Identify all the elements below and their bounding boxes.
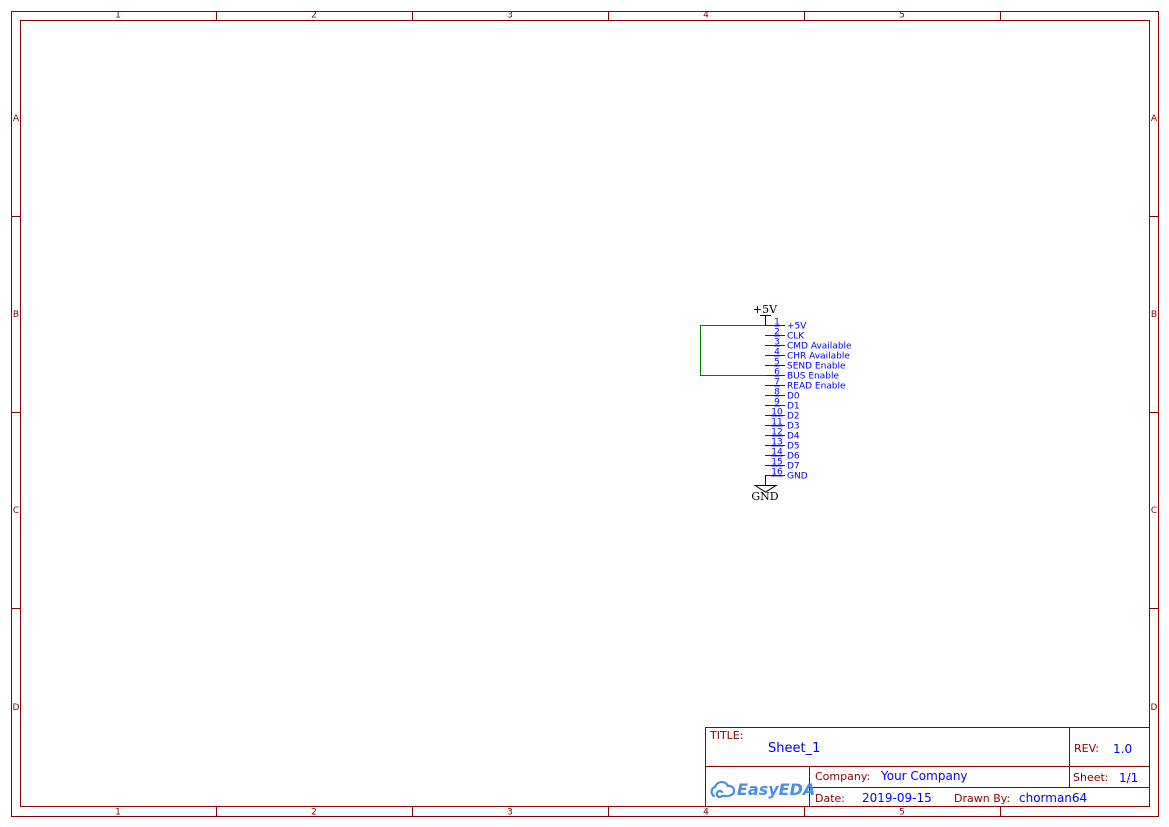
pin-6[interactable]: 6 BUS Enable bbox=[765, 368, 839, 382]
pin-name: D3 bbox=[787, 422, 800, 432]
company-label: Company: bbox=[815, 770, 870, 783]
pin-5[interactable]: 5 SEND Enable bbox=[765, 358, 846, 372]
pin-name: CMD Available bbox=[787, 342, 852, 352]
pin-name: D0 bbox=[787, 392, 800, 402]
sheet-label: Sheet: bbox=[1073, 771, 1109, 784]
pin-12[interactable]: 12 D4 bbox=[765, 428, 800, 442]
pin-9[interactable]: 9 D1 bbox=[765, 398, 800, 412]
row-marker: C bbox=[13, 506, 19, 516]
easyeda-logo: EasyEDA bbox=[710, 780, 815, 799]
sheet-value: 1/1 bbox=[1119, 771, 1138, 785]
row-marker: D bbox=[1151, 703, 1158, 713]
pin-3[interactable]: 3 CMD Available bbox=[765, 338, 852, 352]
pin-number: 10 bbox=[771, 408, 783, 418]
title-label: TITLE: bbox=[709, 729, 743, 742]
pin-13[interactable]: 13 D5 bbox=[765, 438, 800, 452]
pin-number: 5 bbox=[774, 358, 780, 368]
pin-name: D5 bbox=[787, 442, 800, 452]
pin-7[interactable]: 7 READ Enable bbox=[765, 378, 846, 392]
pin-number: 11 bbox=[771, 418, 782, 428]
ground-symbol[interactable]: GND bbox=[751, 475, 779, 504]
pin-name: +5V bbox=[787, 322, 807, 332]
pin-14[interactable]: 14 D6 bbox=[765, 448, 800, 462]
pin-name: D2 bbox=[787, 412, 800, 422]
ground-label: GND bbox=[751, 490, 778, 503]
pin-name: D6 bbox=[787, 452, 800, 462]
row-marker: A bbox=[13, 114, 20, 124]
pin-number: 14 bbox=[771, 448, 783, 458]
row-marker: B bbox=[13, 310, 19, 320]
column-marker: 5 bbox=[899, 808, 905, 818]
pin-name: READ Enable bbox=[787, 382, 846, 392]
drawn-by-label: Drawn By: bbox=[954, 792, 1010, 805]
pin-11[interactable]: 11 D3 bbox=[765, 418, 800, 432]
pin-4[interactable]: 4 CHR Available bbox=[765, 348, 850, 362]
pin-number: 7 bbox=[774, 378, 780, 388]
wire-pin1-pin6[interactable] bbox=[700, 325, 766, 376]
pin-number: 9 bbox=[774, 398, 780, 408]
date-value: 2019-09-15 bbox=[862, 791, 932, 805]
pin-name: GND bbox=[787, 472, 808, 482]
pin-name: D4 bbox=[787, 432, 800, 442]
rev-label: REV: bbox=[1074, 742, 1099, 755]
column-marker: 3 bbox=[507, 11, 513, 21]
pin-list: 1 +5V 2 CLK 3 CMD Available 4 CHR Available 5 SEN… bbox=[765, 318, 852, 482]
column-marker: 3 bbox=[507, 808, 513, 818]
pin-name: BUS Enable bbox=[787, 372, 839, 382]
power-symbol-5v[interactable]: +5V bbox=[753, 303, 778, 326]
pin-name: CLK bbox=[787, 332, 805, 342]
column-marker: 2 bbox=[311, 11, 317, 21]
company-value: Your Company bbox=[880, 769, 968, 783]
row-marker: D bbox=[13, 703, 20, 713]
column-marker: 1 bbox=[115, 11, 121, 21]
cloud-icon bbox=[710, 780, 736, 799]
column-marker: 4 bbox=[703, 808, 709, 818]
pin-15[interactable]: 15 D7 bbox=[765, 458, 800, 472]
logo-text: EasyEDA bbox=[737, 780, 815, 799]
row-marker: B bbox=[1151, 310, 1157, 320]
pin-number: 2 bbox=[774, 328, 780, 338]
pin-number: 8 bbox=[774, 388, 780, 398]
pin-number: 13 bbox=[771, 438, 782, 448]
column-marker: 2 bbox=[311, 808, 317, 818]
column-marker: 5 bbox=[899, 11, 905, 21]
row-marker: A bbox=[1151, 114, 1158, 124]
sheet-frame bbox=[11, 11, 1159, 817]
pin-name: D7 bbox=[787, 462, 800, 472]
outer-border bbox=[11, 11, 1159, 817]
pin-name: SEND Enable bbox=[787, 362, 846, 372]
pin-16[interactable]: 16 GND bbox=[765, 468, 808, 482]
pin-number: 15 bbox=[771, 458, 782, 468]
drawn-by-value: chorman64 bbox=[1019, 791, 1087, 805]
date-label: Date: bbox=[815, 792, 845, 805]
pin-number: 4 bbox=[774, 348, 780, 358]
pin-number: 6 bbox=[774, 368, 780, 378]
pin-number: 12 bbox=[771, 428, 782, 438]
pin-8[interactable]: 8 D0 bbox=[765, 388, 800, 402]
title-block: TITLE: Sheet_1 REV: 1.0 Company: Your Co… bbox=[705, 727, 1150, 807]
pin-10[interactable]: 10 D2 bbox=[765, 408, 800, 422]
pin-1[interactable]: 1 +5V bbox=[765, 318, 807, 332]
pin-name: CHR Available bbox=[787, 352, 850, 362]
row-marker: C bbox=[1151, 506, 1157, 516]
inner-border bbox=[20, 20, 1150, 807]
rev-value: 1.0 bbox=[1113, 742, 1132, 756]
pin-number: 1 bbox=[774, 318, 780, 328]
pin-number: 3 bbox=[774, 338, 780, 348]
pin-2[interactable]: 2 CLK bbox=[765, 328, 805, 342]
pin-name: D1 bbox=[787, 402, 800, 412]
title-value: Sheet_1 bbox=[768, 741, 820, 756]
connector-symbol[interactable]: +5V 1 +5V 2 CLK 3 CMD Available 4 CHR Available… bbox=[700, 303, 853, 504]
power-label: +5V bbox=[753, 303, 778, 316]
pin-number: 16 bbox=[771, 468, 783, 478]
column-marker: 1 bbox=[115, 808, 121, 818]
column-marker: 4 bbox=[703, 11, 709, 21]
